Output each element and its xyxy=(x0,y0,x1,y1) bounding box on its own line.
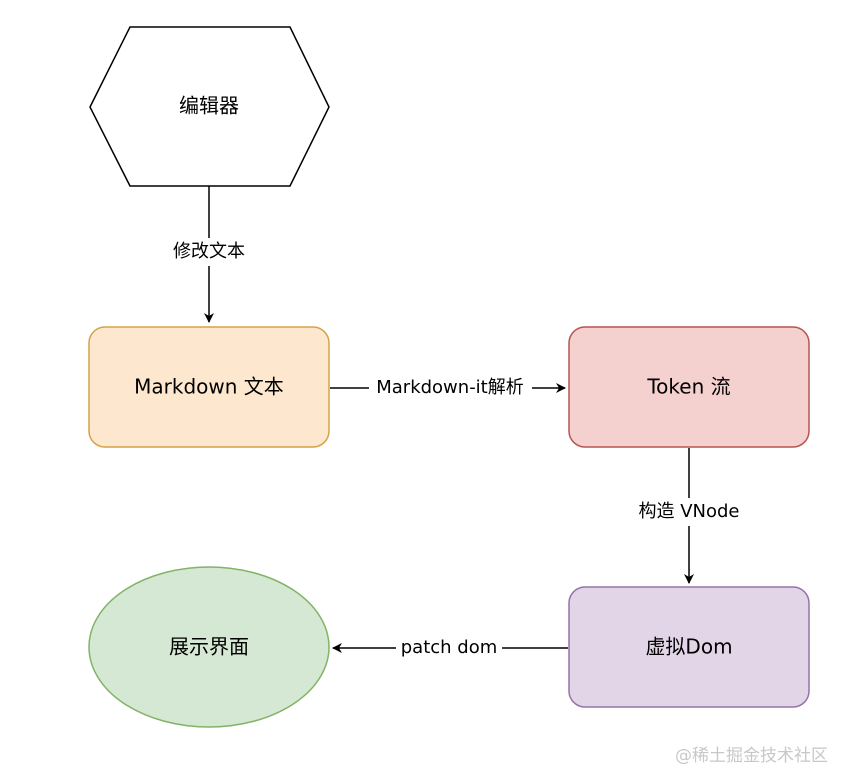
node-display-ui: 展示界面 xyxy=(88,566,330,728)
edge-patch-dom: patch dom xyxy=(332,634,568,662)
edge-build-vnode: 构造 VNode xyxy=(626,448,752,584)
edge-markdown-it-parse: Markdown-it解析 xyxy=(330,374,566,402)
node-label-editor: 编辑器 xyxy=(179,94,239,118)
token-stream-box xyxy=(568,326,810,448)
edge-label-patch-dom: patch dom xyxy=(401,637,498,658)
edge-edit-text: 修改文本 xyxy=(166,186,252,323)
node-token-stream: Token 流 xyxy=(568,326,810,448)
display-ui-ellipse xyxy=(88,566,330,728)
node-label-token-stream: Token 流 xyxy=(646,375,730,399)
virtual-dom-box xyxy=(568,586,810,708)
node-label-virtual-dom: 虚拟Dom xyxy=(645,635,732,659)
node-editor: 编辑器 xyxy=(89,26,330,187)
watermark-text: @稀土掘金技术社区 xyxy=(675,746,828,766)
node-virtual-dom: 虚拟Dom xyxy=(568,586,810,708)
node-markdown-text: Markdown 文本 xyxy=(88,326,330,448)
node-label-markdown-text: Markdown 文本 xyxy=(134,375,284,399)
edge-label-edit-text: 修改文本 xyxy=(173,241,245,262)
edge-label-markdown-it-parse: Markdown-it解析 xyxy=(376,377,524,398)
editor-hexagon xyxy=(89,26,330,187)
edge-label-build-vnode: 构造 VNode xyxy=(638,501,739,522)
markdown-text-box xyxy=(88,326,330,448)
node-label-display-ui: 展示界面 xyxy=(169,635,249,659)
